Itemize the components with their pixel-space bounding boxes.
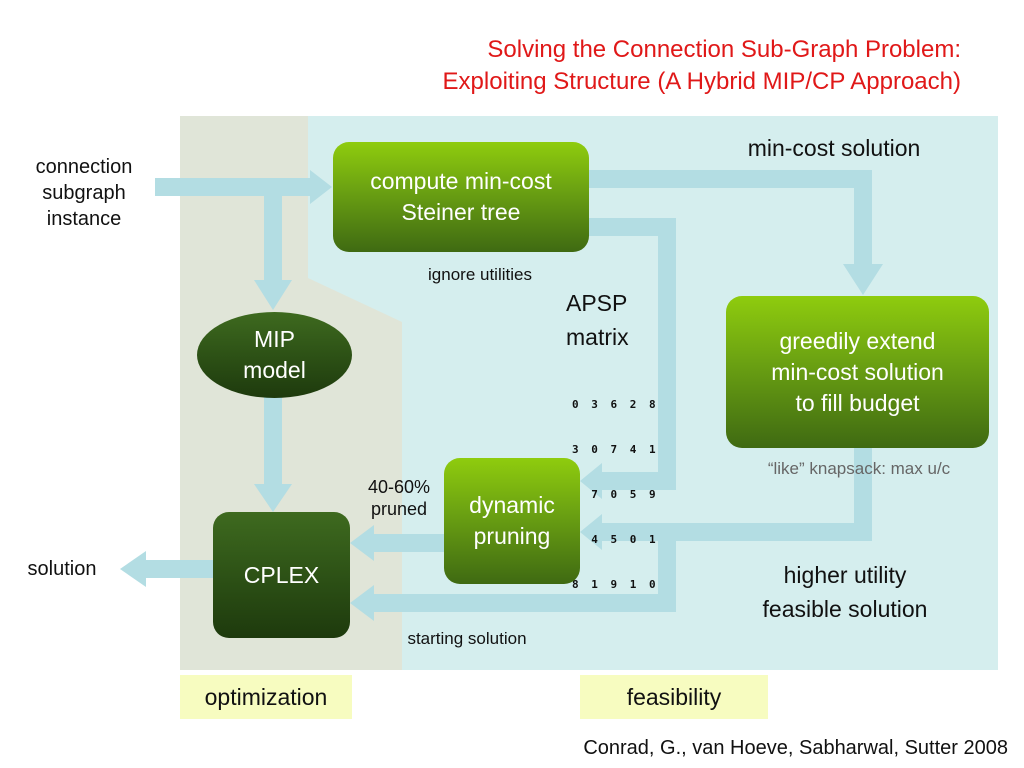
ignore-utilities-label: ignore utilities — [428, 265, 532, 284]
mip-line-2: model — [243, 357, 306, 383]
arrow-greedy-down — [854, 446, 872, 541]
steiner-line-1: compute min-cost — [370, 168, 552, 194]
pruning-line-2: pruning — [473, 523, 551, 549]
higher-utility-line-1: higher utility — [783, 562, 907, 588]
output-solution-label: solution — [27, 558, 97, 580]
mip-line-1: MIP — [254, 326, 295, 352]
title-line-1: Solving the Connection Sub-Graph Problem… — [487, 36, 961, 63]
arrow-input-shaft — [155, 178, 310, 196]
knapsack-label: “like” knapsack: max u/c — [767, 459, 951, 478]
apsp-matrix-row: 8 1 9 1 0 — [572, 578, 659, 591]
steiner-line-2: Steiner tree — [401, 199, 521, 225]
input-instance-line-2: subgraph — [42, 182, 126, 204]
arrow-mip-head — [254, 280, 292, 310]
greedy-line-2: min-cost solution — [771, 358, 944, 385]
apsp-label: APSP matrix — [566, 286, 629, 354]
arrow-cplex-head — [254, 484, 292, 512]
apsp-line-1: APSP — [566, 290, 628, 316]
arrow-start-head — [350, 585, 374, 621]
arrow-mincost-top — [588, 170, 872, 188]
steiner-tree-box: compute min-cost Steiner tree — [333, 142, 589, 252]
arrow-solution-head — [120, 551, 146, 587]
arrow-apsp-right — [588, 218, 676, 236]
greedy-line-3: to fill budget — [795, 389, 920, 416]
arrow-mincost-down — [854, 170, 872, 266]
apsp-matrix-row: 2 4 5 0 1 — [572, 533, 659, 546]
arrow-solution-shaft — [144, 560, 214, 578]
dynamic-pruning-box: dynamic pruning — [444, 458, 580, 584]
starting-solution-label: starting solution — [407, 629, 527, 648]
pruned-line-1: 40-60% — [367, 477, 431, 497]
arrow-pruning-head — [580, 514, 602, 550]
title-line-2: Exploiting Structure (A Hybrid MIP/CP Ap… — [442, 68, 961, 95]
input-instance-line-3: instance — [46, 208, 122, 230]
input-instance-line-1: connection — [35, 156, 133, 178]
pruned-label: 40-60% pruned — [350, 476, 448, 520]
higher-utility-line-2: feasible solution — [762, 596, 928, 622]
pruning-line-1: dynamic — [469, 492, 555, 518]
apsp-line-2: matrix — [566, 324, 629, 350]
arrow-pruned-left — [372, 534, 444, 552]
arrow-start-down — [658, 532, 676, 612]
apsp-matrix-row: 0 3 6 2 8 — [572, 398, 659, 411]
cplex-label: CPLEX — [243, 561, 320, 588]
higher-utility-label: higher utility feasible solution — [720, 558, 970, 626]
arrow-apsp-down — [658, 218, 676, 490]
arrow-cplex-shaft — [264, 395, 282, 485]
optimization-tag: optimization — [180, 675, 352, 719]
arrow-apsp-left — [600, 472, 676, 490]
greedy-extend-box: greedily extend min-cost solution to fil… — [726, 296, 989, 448]
mip-model-node: MIP model — [197, 312, 352, 398]
slide-title: Solving the Connection Sub-Graph Problem… — [261, 34, 961, 98]
feasibility-tag: feasibility — [580, 675, 768, 719]
arrow-greedy-head — [843, 264, 883, 295]
greedy-line-1: greedily extend — [779, 327, 936, 354]
min-cost-solution-label: min-cost solution — [747, 135, 921, 161]
cplex-box: CPLEX — [213, 512, 350, 638]
apsp-matrix: 0 3 6 2 8 3 0 7 4 1 6 7 0 5 9 2 4 5 0 1 … — [572, 367, 659, 607]
arrow-start-left — [372, 594, 676, 612]
flow-arrows — [120, 170, 883, 621]
input-instance-label: connection subgraph instance — [12, 154, 156, 232]
arrow-pruned-head — [350, 525, 374, 561]
apsp-matrix-row: 3 0 7 4 1 — [572, 443, 659, 456]
citation: Conrad, G., van Hoeve, Sabharwal, Sutter… — [583, 737, 1008, 759]
arrow-input-head — [310, 170, 332, 204]
arrow-apsp-head — [580, 463, 602, 499]
pruned-line-2: pruned — [370, 499, 428, 519]
apsp-matrix-row: 6 7 0 5 9 — [572, 488, 659, 501]
arrow-mip-shaft — [264, 187, 282, 282]
